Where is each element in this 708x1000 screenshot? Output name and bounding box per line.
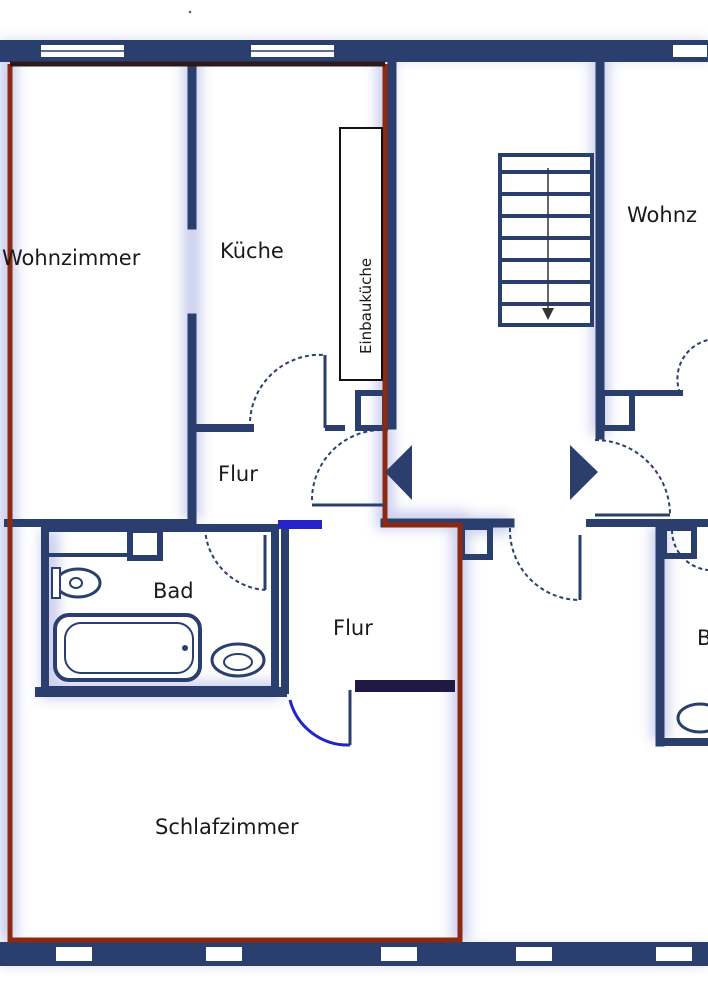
top-wall — [0, 40, 708, 62]
room-label-wohnzimmer-left: Wohnzimmer — [2, 246, 141, 270]
window — [671, 43, 708, 59]
room-label-flur-lower: Flur — [333, 616, 373, 640]
window — [379, 945, 419, 963]
room-label-schlafzimmer: Schlafzimmer — [155, 815, 299, 839]
entrance-door-blue — [278, 520, 322, 529]
einbaukueche-block — [339, 127, 383, 381]
room-label-kueche: Küche — [220, 239, 284, 263]
room-label-einbaukueche: Einbauküche — [357, 258, 375, 354]
window — [204, 945, 244, 963]
stair-icon — [498, 153, 594, 327]
bottom-wall — [0, 942, 708, 966]
window — [514, 945, 554, 963]
toilet-icon — [51, 567, 102, 599]
room-label-bad-left: Bad — [153, 579, 194, 603]
doors — [204, 339, 708, 601]
room-label-wohnzimmer-right: Wohnz — [627, 203, 697, 227]
washbasin-icon — [676, 702, 708, 734]
washbasin-icon — [210, 642, 266, 678]
room-label-flur-upper: Flur — [218, 462, 258, 486]
bathtub-icon — [53, 613, 202, 682]
arrow-left-icon — [385, 445, 412, 500]
speck — [188, 10, 192, 14]
apartment-outline — [7, 61, 463, 943]
door-leaves — [263, 355, 670, 600]
interior-walls — [4, 59, 708, 747]
window — [54, 945, 94, 963]
arrow-right-icon — [570, 445, 598, 500]
door-dark — [355, 680, 455, 692]
schlafzimmer-door — [288, 699, 351, 747]
room-label-bad-right: B — [697, 626, 708, 650]
window — [654, 945, 694, 963]
